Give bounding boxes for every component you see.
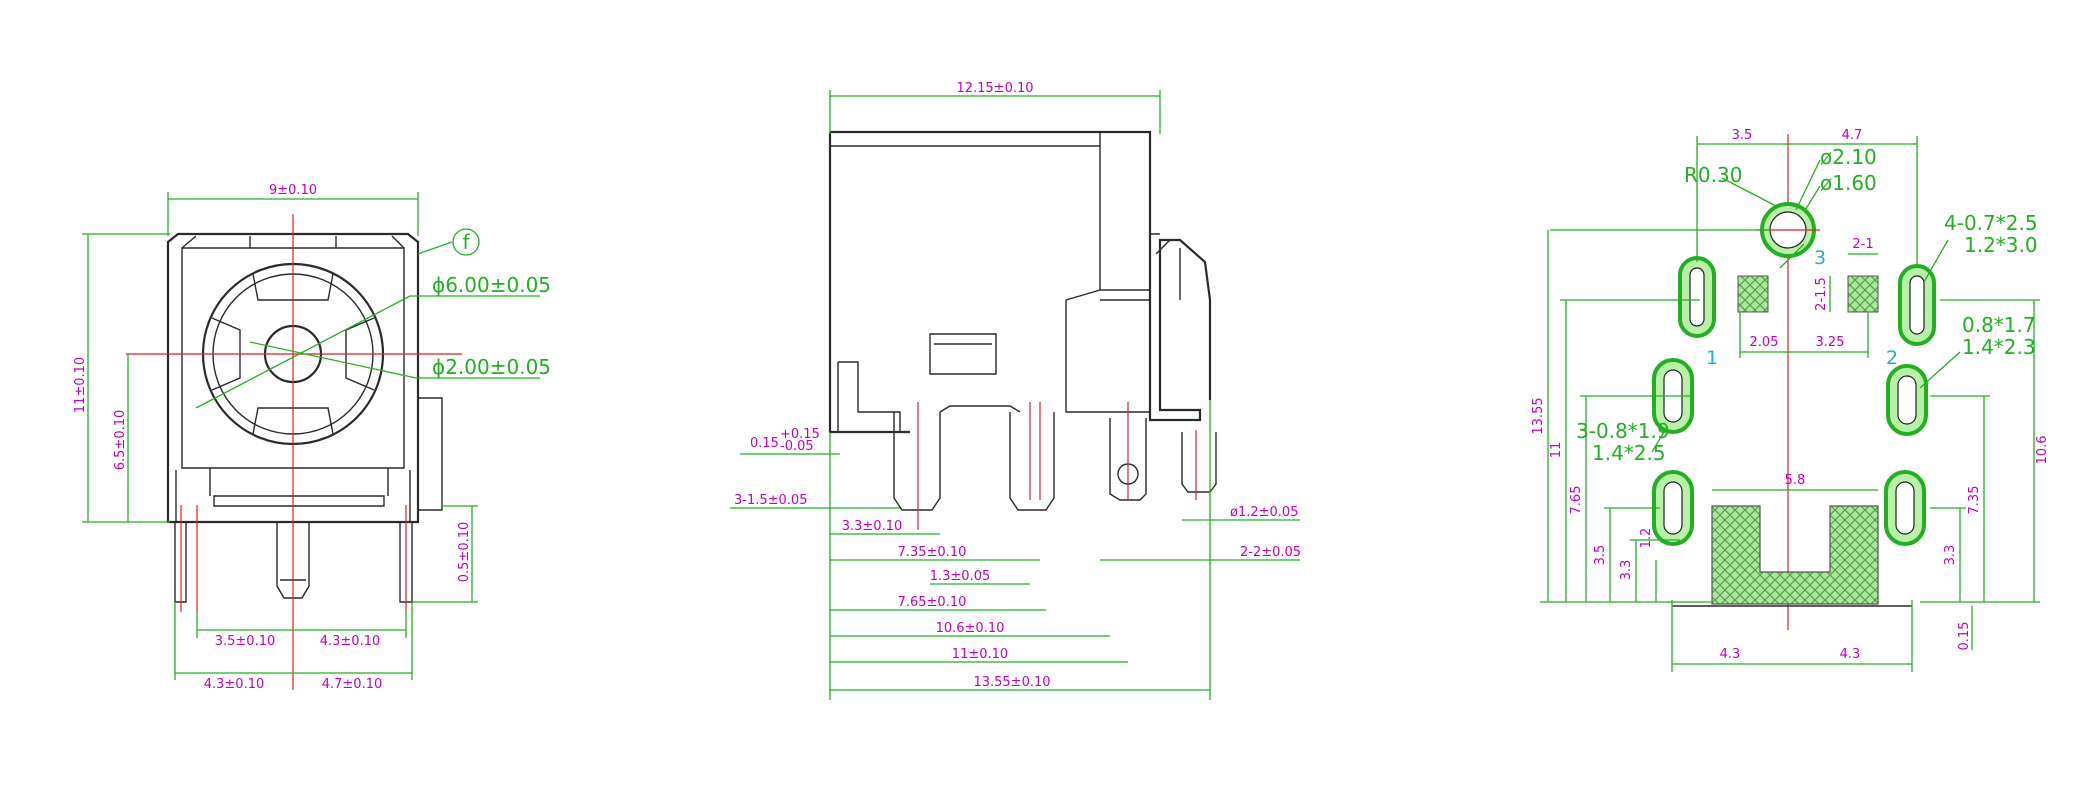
pcb-h-33b: 3.3: [1943, 545, 1958, 566]
pcb-u-region: [1711, 505, 1879, 605]
side-dim-3: 1.3±0.05: [930, 569, 991, 584]
pcb-top-right: 4.7: [1842, 128, 1863, 143]
pcb-slot-a-1: 4-0.7*2.5: [1944, 211, 2038, 235]
pcb-h-33a: 3.3: [1619, 560, 1634, 581]
side-length-dim: 12.15±0.10: [956, 81, 1033, 96]
pcb-bottom-left: 4.3: [1720, 647, 1741, 662]
front-pitch-left: 3.5±0.10: [215, 634, 276, 649]
side-dim-2: 7.35±0.10: [898, 545, 967, 560]
pcb-h-735: 7.35: [1967, 486, 1982, 515]
front-dimensions: [82, 192, 540, 680]
front-marker: f: [462, 230, 470, 254]
front-center-height-dim: 6.5±0.10: [113, 410, 128, 471]
pcb-dia-inner: ø1.60: [1820, 171, 1877, 195]
pcb-h-12: 1.2: [1639, 528, 1654, 549]
pcb-square-width: 2-1: [1852, 237, 1873, 252]
pcb-dim-205: 2.05: [1750, 335, 1779, 350]
side-view: 12.15±0.10 0.15 +0.15 -0.05 3-1.5±0.05 3…: [730, 81, 1301, 700]
front-pin-dia: ϕ2.00±0.05: [432, 355, 551, 379]
side-dim-1: 3.3±0.10: [842, 519, 903, 534]
side-dim-5: 10.6±0.10: [936, 621, 1005, 636]
pcb-dim-58: 5.8: [1785, 473, 1806, 488]
front-centerlines: [126, 214, 462, 690]
pcb-pads: [1652, 256, 1936, 546]
front-width-dim: 9±0.10: [269, 183, 317, 198]
side-centerlines: [917, 402, 1197, 530]
pcb-dia-outer: ø2.10: [1820, 145, 1877, 169]
front-body-outline: [166, 232, 443, 603]
side-gap-base: 0.15: [750, 436, 779, 451]
pcb-dim-325: 3.25: [1816, 335, 1845, 350]
pcb-top-left: 3.5: [1732, 128, 1753, 143]
front-outer-dia: ϕ6.00±0.05: [432, 273, 551, 297]
front-height-dim: 11±0.10: [73, 357, 88, 413]
front-view: f 9±0.10 11±0.10 6.5±0.10 0.5±0.10 ϕ6.00…: [73, 183, 551, 692]
front-stub-dim: 0.5±0.10: [457, 522, 472, 583]
side-pin-width: 3-1.5±0.05: [734, 493, 807, 508]
side-hole-dia: ø1.2±0.05: [1230, 505, 1298, 520]
pcb-square-height: 2-1.5: [1814, 277, 1829, 311]
pcb-slot-a-2: 1.2*3.0: [1964, 233, 2038, 257]
front-span-right: 4.7±0.10: [322, 677, 383, 692]
pcb-radius: R0.30: [1684, 163, 1742, 187]
pcb-h-1355: 13.55: [1531, 397, 1546, 434]
side-gap-plus: +0.15: [780, 427, 820, 442]
pcb-h-11: 11: [1549, 442, 1564, 459]
front-span-left: 4.3±0.10: [204, 677, 265, 692]
side-body-outline: [828, 130, 1217, 511]
pcb-slot-b-1: 0.8*1.7: [1962, 313, 2036, 337]
front-pitch-right: 4.3±0.10: [320, 634, 381, 649]
side-slot: 2-2±0.05: [1240, 545, 1301, 560]
pcb-h-35: 3.5: [1593, 545, 1608, 566]
pcb-slot-c-1: 3-0.8*1.9: [1576, 419, 1670, 443]
pcb-label-3: 3: [1814, 247, 1826, 269]
pcb-label-2: 2: [1886, 347, 1898, 369]
side-gap-minus: -0.05: [780, 439, 814, 454]
pcb-layout: 3.5 4.7 R0.30 ø2.10 ø1.60 4-0.7*2.5 1.2*…: [1531, 128, 2050, 672]
pcb-h-106: 10.6: [2035, 436, 2050, 465]
pcb-slot-c-2: 1.4*2.5: [1592, 441, 1666, 465]
side-dim-4: 7.65±0.10: [898, 595, 967, 610]
pcb-dimensions: [1540, 136, 2040, 672]
side-dim-7: 13.55±0.10: [973, 675, 1050, 690]
side-dimensions: [730, 90, 1300, 700]
pcb-bottom-right: 4.3: [1840, 647, 1861, 662]
side-dim-6: 11±0.10: [952, 647, 1008, 662]
front-marker-circle: [452, 228, 480, 256]
pcb-squares: [1737, 275, 1879, 313]
pcb-slot-b-2: 1.4*2.3: [1962, 335, 2036, 359]
pcb-h-765: 7.65: [1569, 486, 1584, 515]
pcb-label-1: 1: [1706, 347, 1718, 369]
pcb-h-015: 0.15: [1957, 622, 1972, 651]
